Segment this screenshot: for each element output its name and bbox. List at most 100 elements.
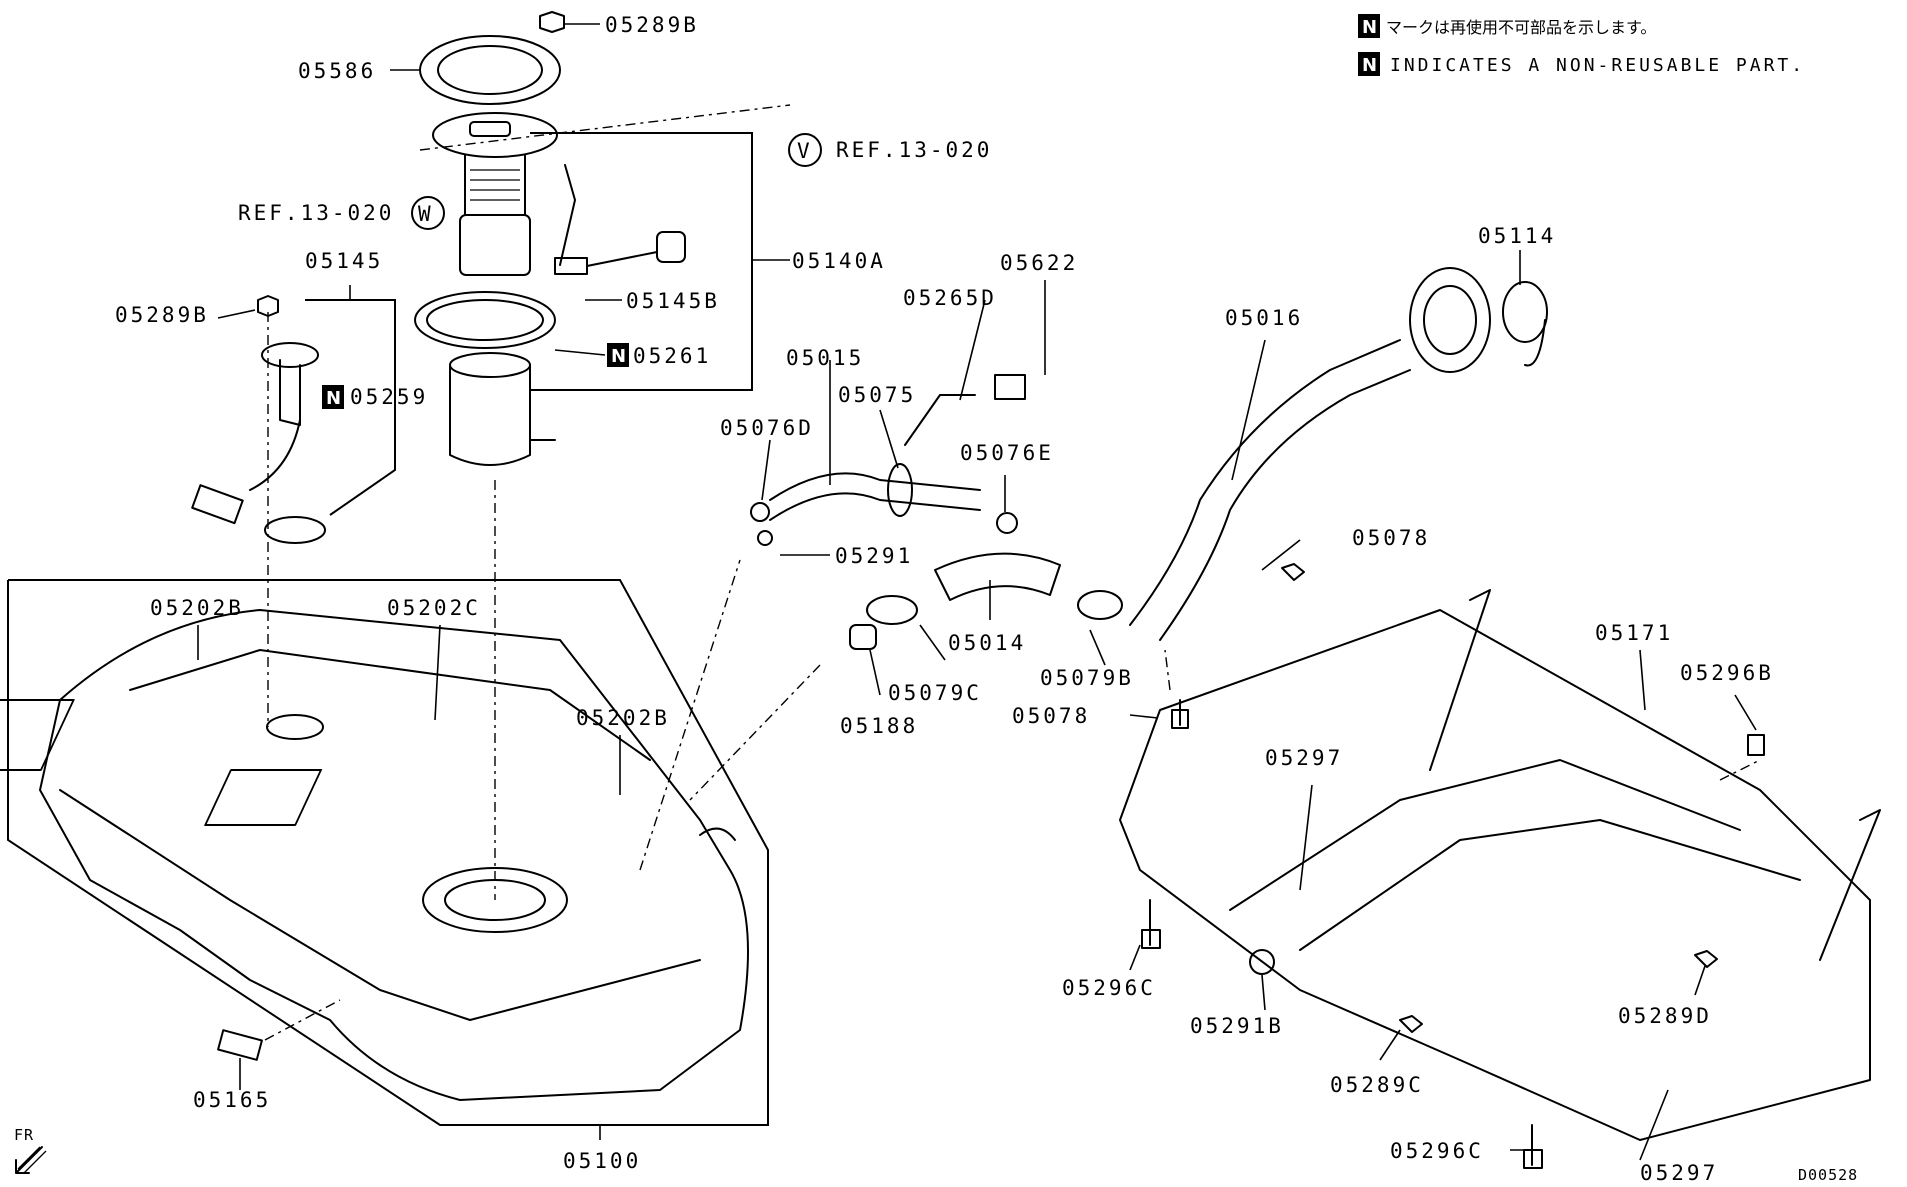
non-reusable-badge (607, 343, 629, 367)
float-icon (656, 231, 686, 263)
label-plate (0, 699, 75, 771)
part-label: 05296B (1680, 661, 1774, 685)
part-label: 05202C (387, 596, 481, 620)
svg-text:V: V (797, 139, 813, 163)
badge-letter: N (1362, 17, 1377, 38)
hose-clamp (866, 595, 918, 625)
part-label: 05586 (298, 59, 376, 83)
non-reusable-badge (322, 385, 344, 409)
part-label: 05165 (193, 1088, 271, 1112)
part-label: 05015 (786, 346, 864, 370)
orientation-marker: FR (14, 1126, 47, 1174)
clamp-icon (996, 512, 1018, 534)
tank-body (39, 609, 749, 1101)
part-label: 05076E (960, 441, 1054, 465)
ref-text: REF.13-020 (836, 138, 992, 162)
part-label: 05289C (1330, 1073, 1424, 1097)
sender-port (266, 714, 324, 740)
strap (1819, 809, 1881, 961)
part-label: 05114 (1478, 224, 1556, 248)
part-label: 05016 (1225, 306, 1303, 330)
part-label: 05078 (1012, 704, 1090, 728)
part-label: 05265D (903, 286, 997, 310)
hose-clamp (1077, 590, 1123, 620)
fuel-tank (0, 579, 769, 1126)
gasket (414, 291, 556, 349)
part-label: 05145 (305, 249, 383, 273)
nut-icon (257, 295, 279, 317)
part-label: 05622 (1000, 251, 1078, 275)
label-plate (204, 769, 323, 826)
badge-letter: N (1362, 55, 1377, 76)
legend-note-en: INDICATES A NON-REUSABLE PART. (1390, 55, 1805, 76)
part-label: 05202B (150, 596, 244, 620)
vent-pipe (769, 472, 981, 501)
protector-plate (1119, 609, 1871, 1141)
diagram-id: D00528 (1798, 1166, 1858, 1184)
tank-group-frame (7, 579, 769, 1126)
sender-float (191, 484, 244, 525)
part-label: 05100 (563, 1149, 641, 1173)
non-reusable-badge (1358, 52, 1380, 76)
part-label: 05289B (605, 13, 699, 37)
part-label: 05188 (840, 714, 918, 738)
part-label: 05259 (350, 385, 428, 409)
part-label: 05296C (1062, 976, 1156, 1000)
part-label: 05289B (115, 303, 209, 327)
part-label: 05014 (948, 631, 1026, 655)
part-label: 05145B (626, 289, 720, 313)
part-label: 05291B (1190, 1014, 1284, 1038)
nut-icon (1399, 1015, 1423, 1033)
part-label: 05296C (1390, 1139, 1484, 1163)
assembly-bracket (530, 132, 753, 391)
part-label: 05140A (792, 249, 886, 273)
gasket (264, 516, 326, 544)
bolt-icon (1281, 563, 1305, 581)
leader-lines (197, 23, 1757, 1161)
non-reusable-badge (1358, 14, 1380, 38)
pump-flange (432, 112, 558, 158)
arrow-icon (15, 1146, 43, 1174)
fuel-cap (1502, 281, 1548, 343)
bolt-icon (1171, 709, 1189, 729)
hose-assembly (750, 267, 1548, 729)
part-label: 05261 (633, 344, 711, 368)
part-label: 05078 (1352, 526, 1430, 550)
part-label: 05291 (835, 544, 913, 568)
clip-icon (1249, 949, 1275, 975)
tank-protector (1119, 589, 1881, 1169)
clamp-icon (750, 502, 770, 522)
ref-circle-v (788, 133, 822, 167)
nut-icon (539, 11, 565, 33)
part-label: 05202B (576, 706, 670, 730)
front-label: FR (14, 1126, 34, 1144)
part-label: 05079B (1040, 666, 1134, 690)
ref-callouts: V REF.13-020 W REF.13-020 (238, 133, 992, 230)
clamp-icon (757, 530, 773, 546)
badge-letter: N (611, 346, 626, 367)
bolt-icon (1141, 929, 1161, 949)
strap (1429, 589, 1491, 771)
hose-clip (887, 463, 913, 517)
badge-letter: N (326, 388, 341, 409)
bolt-icon (1747, 734, 1765, 756)
filler-hose (934, 552, 1061, 601)
sender-unit (191, 285, 396, 544)
pump-body (459, 214, 531, 276)
legend-note-jp: マークは再使用不可部品を示します。 (1386, 18, 1656, 37)
tank-pad (217, 1029, 263, 1061)
ref-text: REF.13-020 (238, 201, 394, 225)
ref-circle-w (411, 196, 445, 230)
part-label: 05079C (888, 681, 982, 705)
part-label: 05297 (1265, 746, 1343, 770)
pump-port (422, 867, 568, 933)
legend: N マークは再使用不可部品を示します。 N INDICATES A NON-RE… (1358, 14, 1805, 76)
filler-neck (1129, 339, 1401, 626)
fuel-pump-module (414, 11, 753, 466)
part-label: 05297 (1640, 1161, 1718, 1185)
svg-text:W: W (418, 202, 434, 226)
part-labels: 05289B 05586 05140A 05145B N 05261 05145… (115, 13, 1774, 1185)
valve-icon (994, 374, 1026, 400)
part-label: 05075 (838, 383, 916, 407)
